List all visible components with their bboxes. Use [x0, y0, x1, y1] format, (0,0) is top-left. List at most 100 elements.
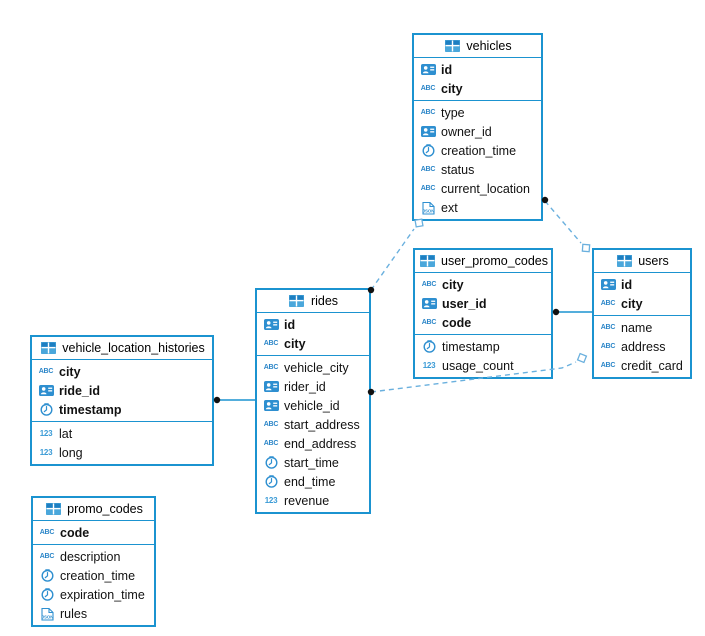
abc-text-icon-label: ABC	[600, 362, 616, 369]
column-row-timestamp[interactable]: timestamp	[32, 400, 212, 419]
column-row-owner_id[interactable]: owner_id	[414, 122, 541, 141]
column-name: long	[59, 445, 83, 460]
abc-text-icon: ABC	[38, 549, 56, 564]
column-name: rules	[60, 606, 88, 621]
clock-icon	[419, 143, 437, 158]
json-icon-label: JSON	[41, 614, 53, 619]
abc-text-icon-label: ABC	[263, 340, 279, 347]
abc-text-icon-label: ABC	[39, 529, 55, 536]
table-header-promo_codes[interactable]: promo_codes	[33, 498, 154, 521]
table-title: user_promo_codes	[441, 254, 549, 268]
clock-icon	[38, 568, 56, 583]
cardinality-diamond	[581, 243, 591, 253]
json-icon-label: JSON	[422, 208, 434, 213]
column-row-end_time[interactable]: end_time	[257, 472, 369, 491]
abc-text-icon: ABC	[419, 105, 437, 120]
abc-text-icon: ABC	[599, 358, 617, 373]
column-row-ride_id[interactable]: ride_id	[32, 381, 212, 400]
abc-text-icon: ABC	[38, 525, 56, 540]
id-card-icon	[420, 296, 438, 311]
column-row-creation_time[interactable]: creation_time	[414, 141, 541, 160]
abc-text-icon: ABC	[262, 417, 280, 432]
column-row-ext[interactable]: JSON ext	[414, 198, 541, 217]
table-header-vehicle_location_histories[interactable]: vehicle_location_histories	[32, 337, 212, 360]
table-header-users[interactable]: users	[594, 250, 690, 273]
table-header-rides[interactable]: rides	[257, 290, 369, 313]
column-row-start_time[interactable]: start_time	[257, 453, 369, 472]
column-name: ext	[441, 200, 458, 215]
table-header-vehicles[interactable]: vehicles	[414, 35, 541, 58]
column-name: owner_id	[441, 124, 492, 139]
abc-text-icon-label: ABC	[263, 421, 279, 428]
column-row-id[interactable]: id	[414, 60, 541, 79]
123-number-icon: 123	[37, 426, 55, 441]
cardinality-dot	[213, 396, 221, 404]
column-row-rider_id[interactable]: rider_id	[257, 377, 369, 396]
id-card-icon	[419, 62, 437, 77]
id-card-icon	[599, 277, 617, 292]
table-header-user_promo_codes[interactable]: user_promo_codes	[415, 250, 551, 273]
table-grid-icon	[443, 39, 461, 54]
column-row-credit_card[interactable]: ABC credit_card	[594, 356, 690, 375]
id-card-icon	[37, 383, 55, 398]
column-row-id[interactable]: id	[594, 275, 690, 294]
123-number-icon: 123	[262, 493, 280, 508]
abc-text-icon-label: ABC	[420, 185, 436, 192]
column-name: status	[441, 162, 475, 177]
column-row-expiration_time[interactable]: expiration_time	[33, 585, 154, 604]
clock-icon	[262, 474, 280, 489]
abc-text-icon-label: ABC	[421, 281, 437, 288]
column-name: vehicle_city	[284, 360, 349, 375]
abc-text-icon: ABC	[262, 436, 280, 451]
relationship-line-rides-to-vehicles[interactable]	[370, 228, 415, 291]
123-number-icon-label: 123	[39, 429, 53, 438]
relationship-line-vehicles-to-users[interactable]	[544, 200, 582, 244]
column-name: creation_time	[441, 143, 517, 158]
abc-text-icon: ABC	[37, 364, 55, 379]
json-document-icon: JSON	[419, 200, 437, 215]
column-row-user_id[interactable]: user_id	[415, 294, 551, 313]
column-name: credit_card	[621, 358, 683, 373]
table-grid-icon	[44, 502, 62, 517]
column-row-creation_time[interactable]: creation_time	[33, 566, 154, 585]
column-row-timestamp[interactable]: timestamp	[415, 337, 551, 356]
abc-text-icon: ABC	[419, 81, 437, 96]
table-title: vehicles	[466, 39, 512, 53]
column-row-vehicle_id[interactable]: vehicle_id	[257, 396, 369, 415]
id-card-icon	[262, 317, 280, 332]
cardinality-dot	[552, 308, 560, 316]
table-grid-icon	[288, 294, 306, 309]
column-row-rules[interactable]: JSON rules	[33, 604, 154, 623]
column-row-id[interactable]: id	[257, 315, 369, 334]
